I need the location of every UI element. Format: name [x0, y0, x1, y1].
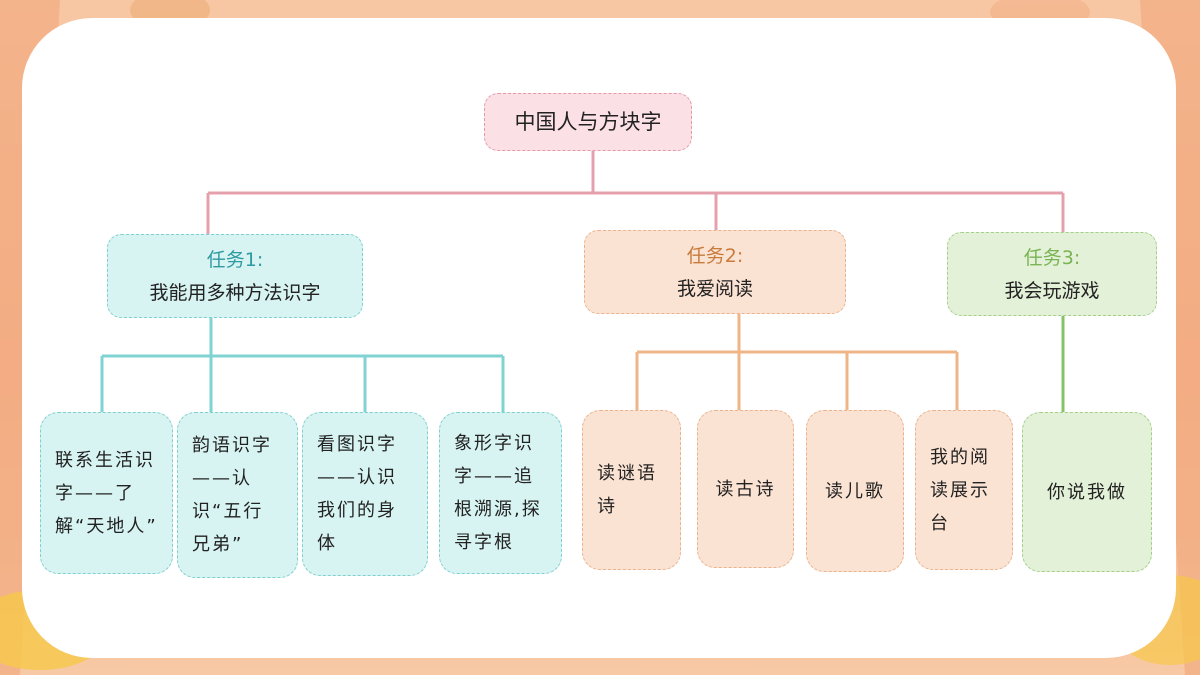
leaf-nursery-rhymes-label: 读儿歌 — [825, 480, 885, 502]
root-label: 中国人与方块字 — [514, 110, 662, 134]
leaf-riddle-poems: 读谜语诗 — [582, 410, 681, 570]
leaf-reading-showcase: 我的阅读展示台 — [915, 410, 1013, 570]
task-3-name: 我会玩游戏 — [1004, 280, 1100, 302]
task-2-name: 我爱阅读 — [676, 278, 753, 300]
task-3-title: 任务3: — [1023, 247, 1081, 269]
leaf-rhyme-literacy: 韵语识字——认识“五行兄弟” — [177, 412, 298, 578]
task-1-name: 我能用多种方法识字 — [149, 282, 321, 304]
task-2-title: 任务2: — [686, 245, 744, 267]
leaf-pictograph-literacy-label: 象形字识字——追根溯源,探寻字根 — [454, 433, 542, 553]
task-1-title: 任务1: — [206, 249, 264, 271]
root-node: 中国人与方块字 — [484, 93, 692, 151]
leaf-rhyme-literacy-label: 韵语识字——认识“五行兄弟” — [192, 435, 272, 555]
leaf-picture-literacy: 看图识字——认识我们的身体 — [302, 412, 428, 576]
leaf-nursery-rhymes: 读儿歌 — [806, 410, 904, 572]
leaf-life-literacy-label: 联系生活识字——了解“天地人” — [55, 449, 158, 537]
task-3-node: 任务3: 我会玩游戏 — [947, 232, 1157, 316]
leaf-picture-literacy-label: 看图识字——认识我们的身体 — [317, 434, 397, 554]
leaf-ancient-poems-label: 读古诗 — [715, 478, 776, 500]
leaf-you-say-i-do-label: 你说我做 — [1047, 481, 1127, 503]
leaf-reading-showcase-label: 我的阅读展示台 — [930, 446, 990, 534]
leaf-life-literacy: 联系生活识字——了解“天地人” — [40, 412, 173, 574]
leaf-you-say-i-do: 你说我做 — [1022, 412, 1152, 572]
leaf-ancient-poems: 读古诗 — [697, 410, 794, 568]
leaf-riddle-poems-label: 读谜语诗 — [597, 463, 657, 517]
leaf-pictograph-literacy: 象形字识字——追根溯源,探寻字根 — [439, 412, 562, 574]
task-1-node: 任务1: 我能用多种方法识字 — [107, 234, 363, 318]
task-2-node: 任务2: 我爱阅读 — [584, 230, 846, 314]
